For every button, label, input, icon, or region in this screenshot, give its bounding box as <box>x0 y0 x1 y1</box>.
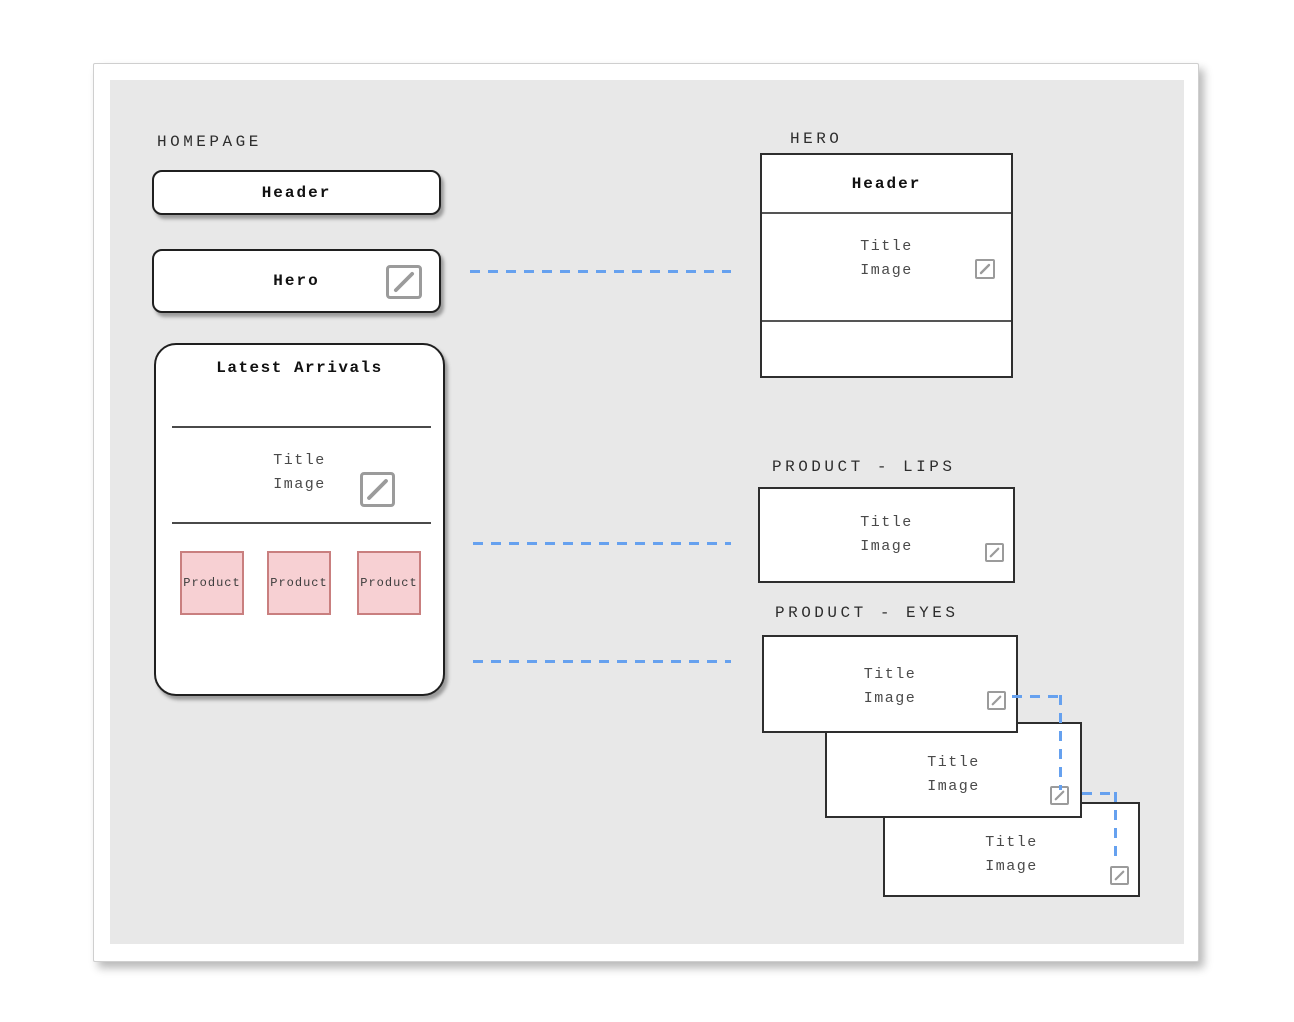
homepage-hero-box[interactable]: Hero <box>152 249 441 313</box>
image-placeholder-icon <box>975 259 995 279</box>
feature-title-line: Title <box>273 452 326 469</box>
hero-detail-label: HERO <box>790 130 843 148</box>
image-placeholder-icon <box>386 265 422 299</box>
feature-title-line: Title <box>860 514 913 531</box>
product-eyes-label: PRODUCT - EYES <box>775 604 959 622</box>
hero-detail-header-label: Header <box>851 174 922 193</box>
connector-eyes <box>473 660 731 663</box>
divider <box>172 522 431 524</box>
hero-detail-feature-text: Title Image <box>762 235 1011 283</box>
homepage-header-box[interactable]: Header <box>152 170 441 215</box>
product-eyes-card-1[interactable]: Title Image <box>762 635 1018 733</box>
image-placeholder-icon <box>987 691 1006 710</box>
connector-eyes-2-3-vertical <box>1114 792 1117 858</box>
connector-eyes-2-3-horizontal <box>1082 792 1118 795</box>
product-lips-box[interactable]: Title Image <box>758 487 1015 583</box>
latest-arrivals-title: Latest Arrivals <box>216 359 383 377</box>
feature-title-line: Title <box>985 834 1038 851</box>
image-placeholder-icon <box>360 472 395 507</box>
feature-image-line: Image <box>273 476 326 493</box>
product-tile-label: Product <box>360 576 418 590</box>
feature-title-line: Title <box>860 238 913 255</box>
eyes-card-text: Title Image <box>764 663 1016 711</box>
feature-image-line: Image <box>860 262 913 279</box>
eyes-card-text: Title Image <box>827 751 1080 799</box>
feature-image-line: Image <box>863 690 917 707</box>
lips-feature-text: Title Image <box>760 511 1013 559</box>
latest-feature-text: Title Image <box>156 449 443 497</box>
connector-lips <box>473 542 731 545</box>
hero-detail-feature-row: Title Image <box>762 216 1011 322</box>
connector-eyes-1-2-vertical <box>1059 695 1062 790</box>
image-placeholder-icon <box>1110 866 1129 885</box>
hero-detail-header-row: Header <box>762 155 1011 214</box>
feature-image-line: Image <box>985 858 1038 875</box>
product-tile-3[interactable]: Product <box>357 551 421 615</box>
homepage-label: HOMEPAGE <box>157 133 262 151</box>
hero-box-label: Hero <box>273 272 320 290</box>
product-tile-label: Product <box>183 576 241 590</box>
product-lips-label: PRODUCT - LIPS <box>772 458 956 476</box>
product-tile-2[interactable]: Product <box>267 551 331 615</box>
divider <box>172 426 431 428</box>
hero-detail-box[interactable]: Header Title Image <box>760 153 1013 378</box>
header-box-label: Header <box>261 183 332 202</box>
connector-hero <box>470 270 731 273</box>
homepage-latest-arrivals-box[interactable]: Latest Arrivals Title Image Product Prod… <box>154 343 445 696</box>
product-tile-1[interactable]: Product <box>180 551 244 615</box>
feature-image-line: Image <box>927 778 980 795</box>
connector-eyes-1-2-horizontal <box>1012 695 1064 698</box>
feature-title-line: Title <box>863 666 917 683</box>
eyes-card-text: Title Image <box>885 831 1138 879</box>
product-eyes-card-2[interactable]: Title Image <box>825 722 1082 818</box>
feature-image-line: Image <box>860 538 913 555</box>
product-tile-label: Product <box>270 576 328 590</box>
feature-title-line: Title <box>927 754 980 771</box>
image-placeholder-icon <box>985 543 1004 562</box>
